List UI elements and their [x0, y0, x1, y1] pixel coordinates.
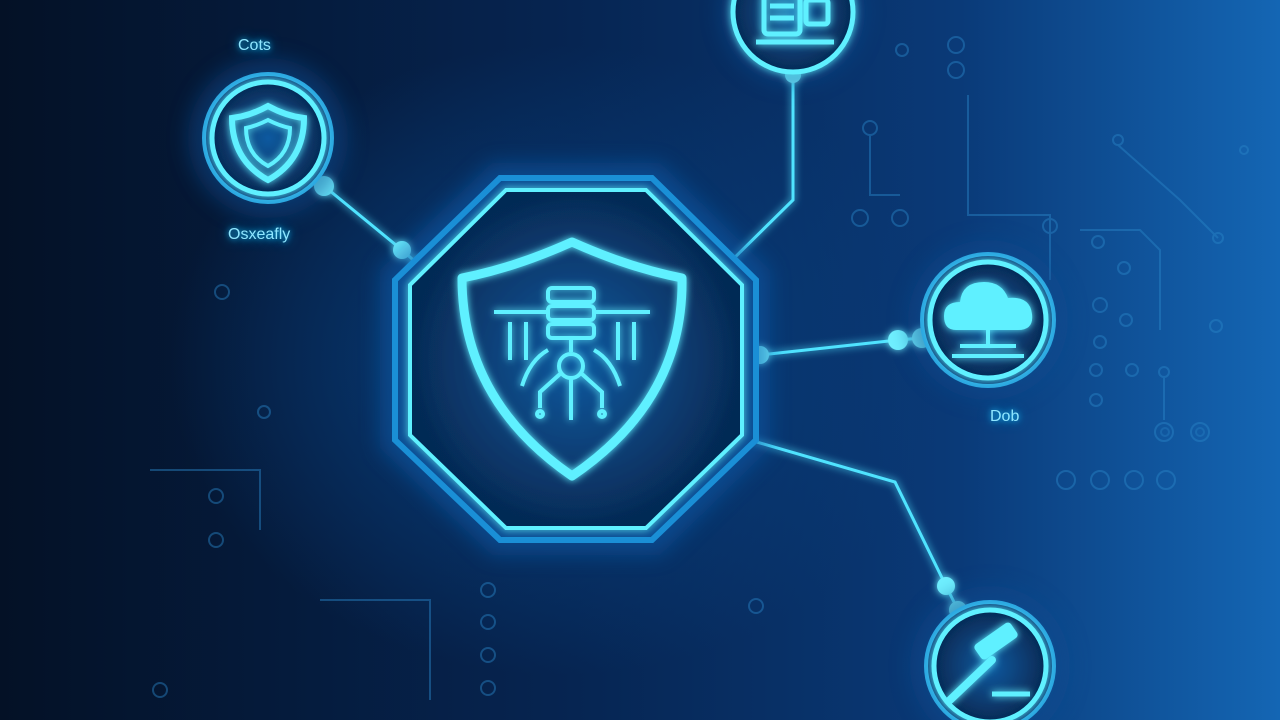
server-icon [756, 0, 834, 45]
node-top-left [188, 58, 348, 218]
central-node [380, 163, 770, 555]
cloud-icon [944, 282, 1033, 358]
node-right [908, 240, 1068, 400]
background-circuitry [150, 36, 1249, 700]
right-node-caption: Dob [990, 408, 1020, 425]
network-circuit-glyph [494, 286, 650, 420]
link-bottom-right [735, 434, 960, 611]
top-left-node-title: Cots [238, 37, 271, 54]
top-left-node-caption: Osxeafly [228, 226, 291, 243]
gavel-icon [946, 622, 1030, 704]
shield-network-icon [457, 237, 687, 481]
shield-icon [228, 102, 308, 184]
node-top [721, 0, 865, 84]
node-bottom-right [910, 586, 1070, 720]
